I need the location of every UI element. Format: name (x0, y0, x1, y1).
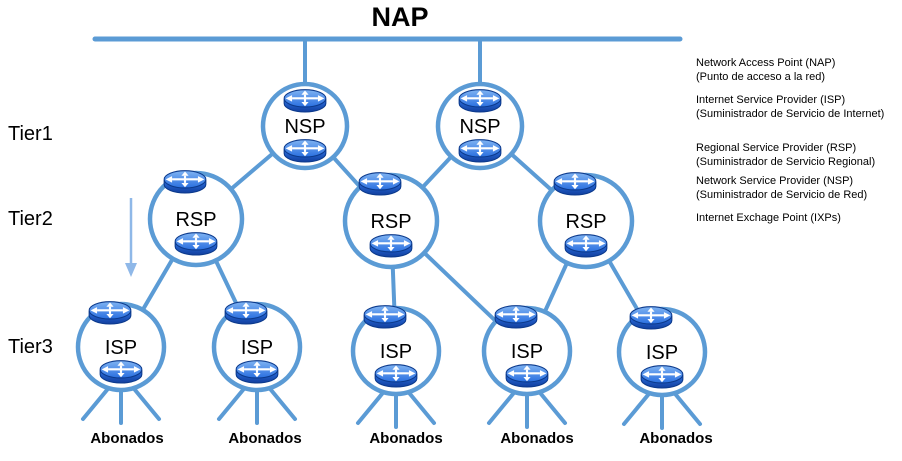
legend-line-es: (Suministrador de Servicio Regional) (696, 156, 876, 168)
nap-title: NAP (371, 2, 428, 32)
legend-item-rsp: Regional Service Provider (RSP) (Suminis… (696, 141, 902, 169)
down-arrow-icon (125, 198, 137, 277)
legend-line-en: Regional Service Provider (RSP) (696, 142, 857, 154)
abonados-label-5: Abonados (639, 430, 712, 447)
node-label: ISP (105, 337, 137, 359)
isp-node-4: ISP (481, 305, 573, 397)
router-icon (505, 364, 549, 388)
node-label: ISP (511, 341, 543, 363)
legend-line-es: (Suministrador de Servicio de Red) (696, 189, 868, 201)
legend-item-nap: Network Access Point (NAP) (Punto de acc… (696, 56, 902, 84)
router-icon (174, 232, 218, 256)
router-icon (363, 305, 407, 329)
rsp-node-2: RSP (342, 172, 440, 270)
router-icon (88, 301, 132, 325)
router-icon (553, 172, 597, 196)
router-icon (358, 172, 402, 196)
tier1-label: Tier1 (8, 123, 53, 145)
legend-item-nsp: Network Service Provider (NSP) (Suminist… (696, 174, 902, 202)
legend-item-isp: Internet Service Provider (ISP) (Suminis… (696, 93, 902, 121)
legend: Network Access Point (NAP) (Punto de acc… (696, 56, 902, 234)
router-icon (369, 234, 413, 258)
node-label: ISP (241, 337, 273, 359)
isp-node-2: ISP (211, 301, 303, 393)
tier2-label: Tier2 (8, 208, 53, 230)
router-icon (458, 89, 502, 113)
node-label: RSP (565, 211, 606, 233)
isp-node-3: ISP (350, 305, 442, 397)
rsp-node-3: RSP (537, 172, 635, 270)
router-icon (374, 364, 418, 388)
router-icon (283, 89, 327, 113)
node-label: NSP (459, 116, 500, 138)
router-icon (163, 170, 207, 194)
legend-line-es: (Suministrador de Servicio de Internet) (696, 108, 885, 120)
node-label: ISP (380, 341, 412, 363)
legend-line-en: Internet Exchage Point (IXPs) (696, 212, 841, 224)
node-label: RSP (370, 211, 411, 233)
node-label: NSP (284, 116, 325, 138)
router-icon (283, 139, 327, 163)
node-label: ISP (646, 342, 678, 364)
router-icon (458, 139, 502, 163)
legend-item-ixp: Internet Exchage Point (IXPs) (696, 211, 902, 225)
rsp-node-1: RSP (147, 170, 245, 268)
router-icon (235, 360, 279, 384)
tier3-label: Tier3 (8, 336, 53, 358)
isp-node-1: ISP (75, 301, 167, 393)
abonados-label-2: Abonados (228, 430, 301, 447)
legend-line-en: Internet Service Provider (ISP) (696, 94, 846, 106)
node-label: RSP (175, 209, 216, 231)
router-icon (494, 305, 538, 329)
router-icon (629, 306, 673, 330)
legend-line-es: (Punto de acceso a la red) (696, 71, 826, 83)
router-icon (564, 234, 608, 258)
abonados-label-4: Abonados (500, 430, 573, 447)
isp-node-5: ISP (616, 306, 708, 398)
legend-line-en: Network Service Provider (NSP) (696, 175, 854, 187)
router-icon (99, 360, 143, 384)
abonados-label-3: Abonados (369, 430, 442, 447)
nsp-node-1: NSP (260, 81, 350, 171)
abonados-label-1: Abonados (90, 430, 163, 447)
router-icon (224, 301, 268, 325)
router-icon (640, 365, 684, 389)
legend-line-en: Network Access Point (NAP) (696, 57, 836, 69)
nsp-node-2: NSP (435, 81, 525, 171)
